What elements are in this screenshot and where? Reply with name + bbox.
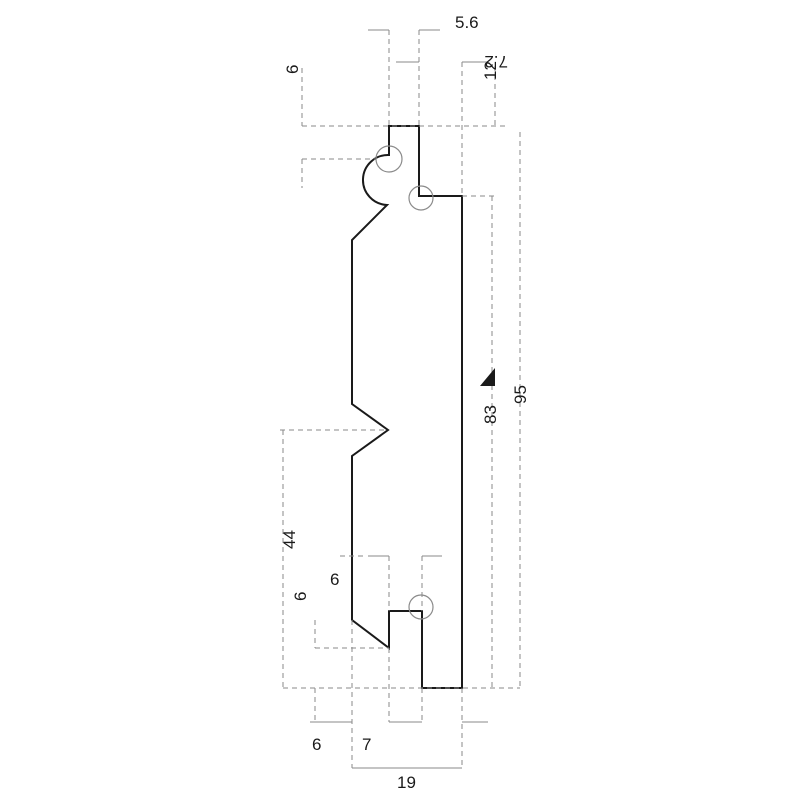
dim-label-19: 19 (397, 773, 416, 792)
radius-circle-top (375, 145, 403, 173)
dim-label-6-top: 6 (283, 65, 302, 74)
radius-circle-shoulder (408, 185, 434, 211)
dim-label-83: 83 (481, 405, 500, 424)
dim-label-7: 7 (362, 735, 371, 754)
profile-outline (351, 125, 463, 689)
triangle-face-icon (480, 368, 495, 386)
dim-label-44: 44 (280, 530, 299, 549)
dim-label-6-bottom: 6 (312, 735, 321, 754)
dim-label-6-left: 6 (291, 592, 310, 601)
dim-label-95: 95 (511, 385, 530, 404)
dim-label-5-6: 5.6 (455, 13, 479, 32)
radius-circle-bottom (408, 594, 434, 620)
dim-label-7-2: 7.2 (484, 52, 508, 71)
dim-label-12: 12 (481, 61, 500, 80)
dim-label-6-upper: 6 (330, 570, 339, 589)
